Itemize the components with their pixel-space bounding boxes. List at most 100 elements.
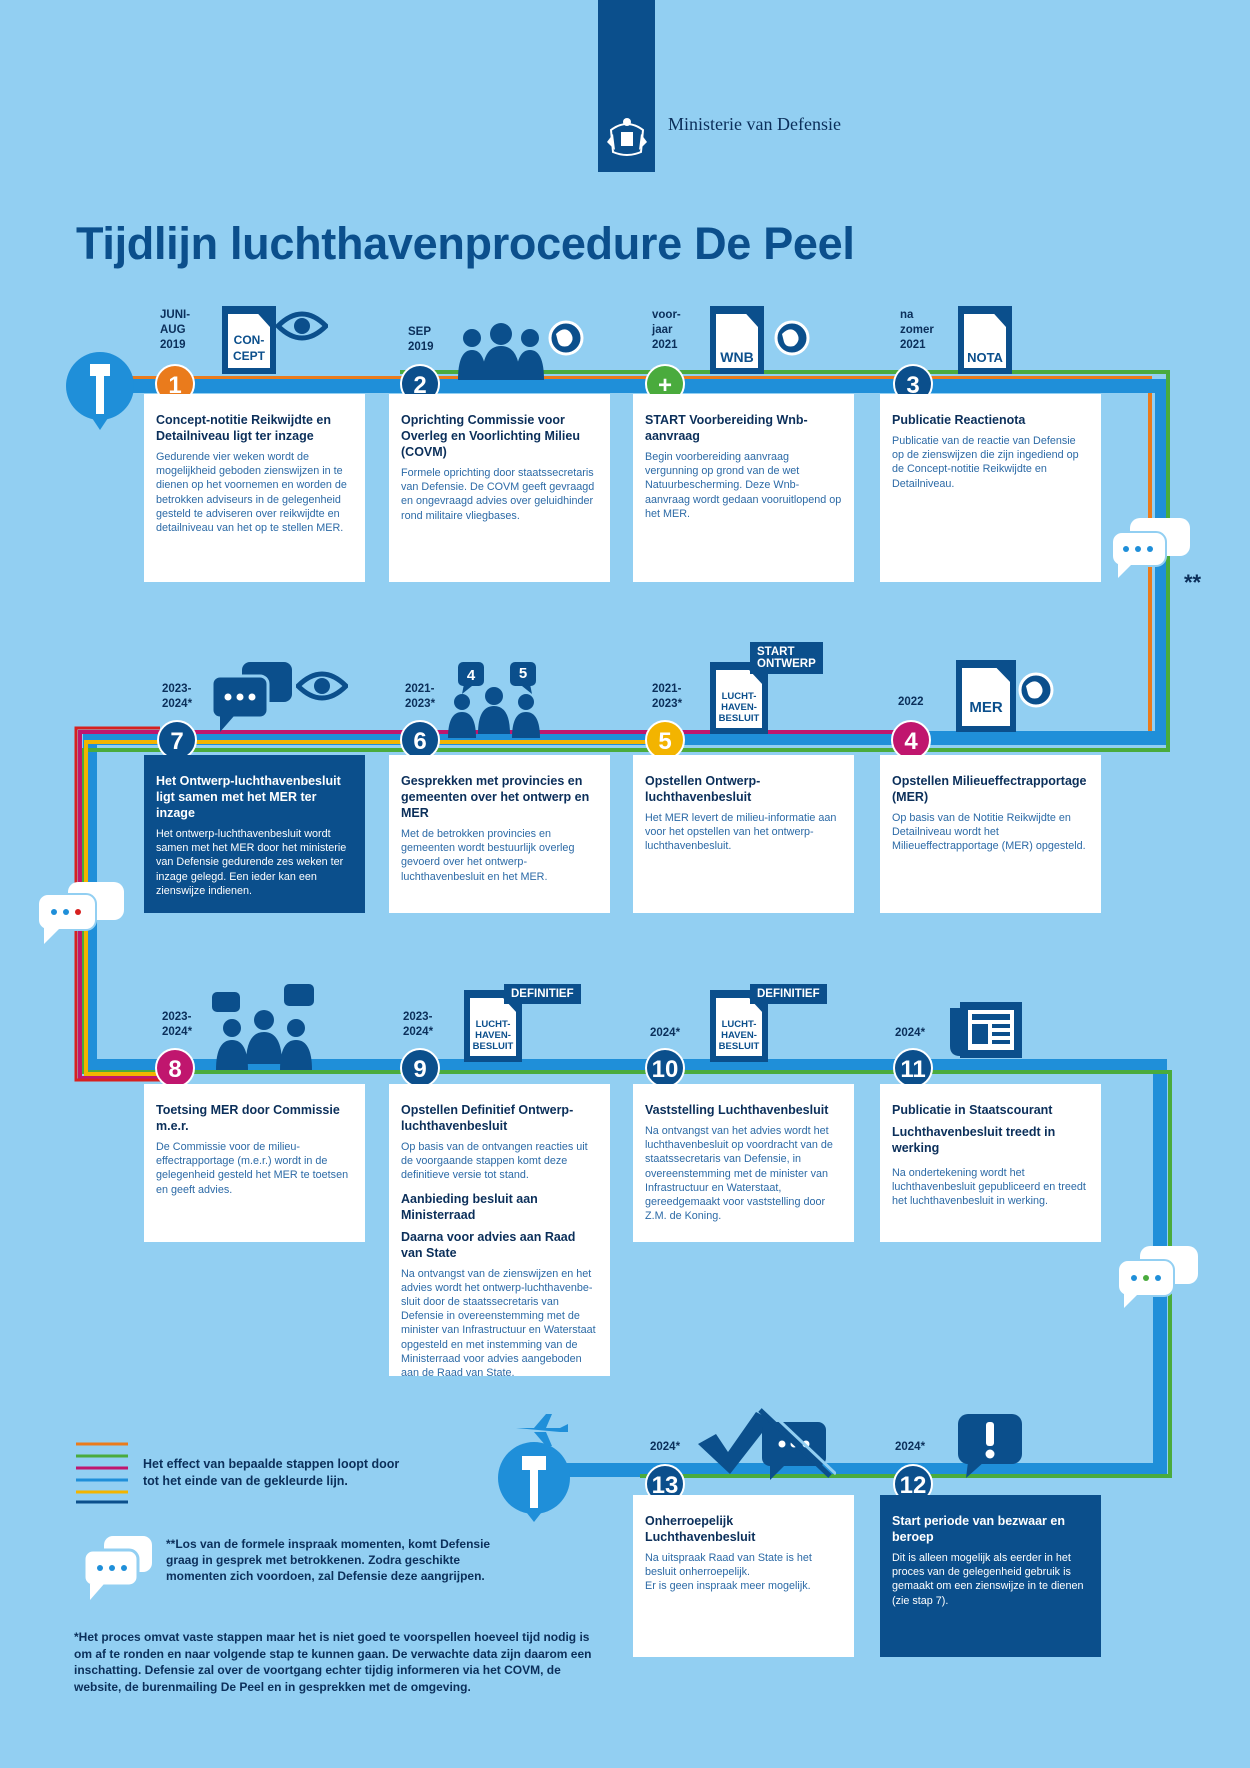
step-4-date: 2022 (898, 696, 924, 708)
step-2-card: Oprichting Commissie voor Overleg en Voo… (389, 394, 610, 582)
globe-icon-mer (1018, 672, 1054, 708)
step-10-title: Vaststelling Luchthavenbesluit (645, 1103, 829, 1117)
step-11-date: 2024* (895, 1027, 926, 1039)
wnb-document-icon: WNB (710, 306, 764, 374)
step-9-date: 2023- 2024* (403, 1011, 434, 1038)
step-5-card: Opstellen Ontwerp-luchthavenbesluit Het … (633, 755, 854, 913)
step-13-date: 2024* (650, 1441, 681, 1453)
step-3-title: Publicatie Reactienota (892, 413, 1026, 427)
luchthavenbesluit-document-icon: LUCHT- HAVEN- BESLUIT (710, 662, 768, 734)
definitief-tag: DEFINITIEF (504, 984, 581, 1004)
eye-icon-row2 (296, 671, 348, 701)
step-11-card: Publicatie in Staatscourant Luchthavenbe… (880, 1084, 1101, 1242)
checkmark-no-chat-icon (698, 1406, 836, 1480)
step-6-card: Gesprekken met provincies en gemeenten o… (389, 755, 610, 913)
chat-bubbles-icon (210, 662, 292, 732)
step-3-text: Publicatie van de reactie van Defensie o… (892, 435, 1079, 490)
newspaper-icon (950, 1002, 1022, 1058)
step-7-circle: 7 (157, 720, 197, 760)
step-7-date: 2023- 2024* (162, 683, 193, 710)
step-3-circle: 3 (893, 364, 933, 404)
step-10-text: Na ontvangst van het advies wordt het lu… (645, 1125, 833, 1223)
step-7-card: Het Ontwerp-luchthavenbesluit ligt samen… (144, 755, 365, 913)
step-3-date: na zomer 2021 (900, 309, 934, 351)
start-ontwerp-tag: START ONTWERP (750, 642, 823, 674)
nota-document-icon: NOTA (958, 306, 1012, 374)
step-9-card: Opstellen Definitief Ontwerp-luchthavenb… (389, 1084, 610, 1379)
globe-icon (548, 320, 584, 356)
chat-bubble-icon-note (82, 1536, 152, 1600)
step-9-title2: Aanbieding besluit aan Ministerraad (401, 1191, 538, 1222)
step-10-card: Vaststelling Luchthavenbesluit Na ontvan… (633, 1084, 854, 1242)
tower-end-icon (498, 1442, 570, 1522)
step-11-title2: Luchthavenbesluit treedt in werking (892, 1125, 1056, 1155)
step-2-text: Formele oprichting door staatssecretaris… (401, 467, 595, 522)
step-6-title: Gesprekken met provincies en gemeenten o… (401, 774, 590, 820)
step-3-card: Publicatie Reactienota Publicatie van de… (880, 394, 1101, 582)
exclamation-bubble-icon (958, 1414, 1022, 1478)
step-8-title: Toetsing MER door Commissie m.e.r. (156, 1103, 340, 1133)
step-4-circle: 4 (891, 720, 931, 760)
step-8-text: De Commissie voor de milieu-effectrappor… (156, 1141, 349, 1196)
step-9-text: Op basis van de ontvangen reacties uit d… (401, 1141, 588, 1182)
step-9-title: Opstellen Definitief Ontwerp-luchthavenb… (401, 1103, 574, 1133)
globe-icon-wnb (774, 320, 810, 356)
step-5-date: 2021- 2023* (652, 683, 683, 710)
page-title: Tijdlijn luchthavenprocedure De Peel (76, 218, 855, 269)
concept-document-icon: CON- CEPT (222, 306, 276, 374)
step-9-circle: 9 (400, 1048, 440, 1088)
step-12-text: Dit is alleen mogelijk als eerder in het… (892, 1552, 1084, 1607)
step-7-title: Het Ontwerp-luchthavenbesluit ligt samen… (156, 774, 341, 820)
step-1-text: Gedurende vier weken wordt de mogelijkhe… (156, 451, 347, 535)
step-13-text: Na uitspraak Raad van State is het beslu… (645, 1552, 812, 1593)
step-11-circle: 11 (893, 1048, 933, 1088)
legend-colored-lines (76, 1442, 128, 1504)
footnote: *Het proces omvat vaste stappen maar het… (74, 1630, 592, 1694)
step-plus-date: voor- jaar 2021 (652, 309, 681, 351)
step-1-card: Concept-notitie Reikwijdte en Detailnive… (144, 394, 365, 582)
informal-contact-note: **Los van de formele inspraak momenten, … (166, 1537, 491, 1583)
definitief-tag-2: DEFINITIEF (750, 984, 827, 1004)
step-7-text: Het ontwerp-luchthavenbesluit wordt same… (156, 828, 347, 897)
step-11-title: Publicatie in Staatscourant (892, 1103, 1053, 1117)
people-group-icon (458, 323, 544, 380)
step-6-circle: 6 (400, 720, 440, 760)
step-12-card: Start periode van bezwaar en beroep Dit … (880, 1495, 1101, 1657)
step-4-card: Opstellen Milieueffectrapportage (MER) O… (880, 755, 1101, 913)
step-10-date: 2024* (650, 1027, 681, 1039)
ministry-name: Ministerie van Defensie (668, 114, 841, 134)
chat-bubble-icon-right-bottom (1117, 1246, 1198, 1308)
step-9-text3: Na ontvangst van de zienswijzen en het a… (401, 1267, 596, 1380)
eye-icon (276, 311, 328, 341)
crest-logo (607, 118, 647, 156)
step-10-circle: 10 (645, 1048, 685, 1088)
plane-icon (516, 1414, 568, 1446)
step-1-title: Concept-notitie Reikwijdte en Detailnive… (156, 413, 332, 443)
step-2-title: Oprichting Commissie voor Overleg en Voo… (401, 413, 580, 459)
commission-meeting-icon (212, 984, 314, 1070)
mer-document-icon: MER (956, 660, 1016, 732)
step-8-circle: 8 (155, 1048, 195, 1088)
step-4-title: Opstellen Milieueffectrapportage (MER) (892, 774, 1087, 804)
step-2-date: SEP 2019 (408, 326, 434, 353)
step-5-circle: 5 (645, 720, 685, 760)
step-1-date: JUNI- AUG 2019 (160, 309, 191, 351)
step-plus-title: START Voorbereiding Wnb-aanvraag (645, 413, 808, 443)
bubble-label-5: 5 (518, 665, 528, 682)
step-13-title: Onherroepelijk Luchthavenbesluit (645, 1514, 756, 1544)
step-5-title: Opstellen Ontwerp-luchthavenbesluit (645, 774, 761, 804)
step-12-title: Start periode van bezwaar en beroep (892, 1514, 1065, 1544)
legend-text: Het effect van bepaalde stappen loopt do… (143, 1457, 400, 1488)
meeting-people-icon (448, 662, 540, 738)
bubble-label-4: 4 (466, 667, 476, 684)
step-12-date: 2024* (895, 1441, 926, 1453)
step-11-text: Na ondertekening wordt het luchthavenbes… (892, 1167, 1086, 1208)
step-8-card: Toetsing MER door Commissie m.e.r. De Co… (144, 1084, 365, 1242)
step-6-date: 2021- 2023* (405, 683, 436, 710)
step-13-card: Onherroepelijk Luchthavenbesluit Na uits… (633, 1495, 854, 1657)
step-8-date: 2023- 2024* (162, 1011, 193, 1038)
chat-bubble-icon-right-top (1111, 518, 1190, 578)
informal-contact-marker: ** (1184, 570, 1202, 595)
step-6-text: Met de betrokken provincies en gemeenten… (401, 828, 575, 883)
